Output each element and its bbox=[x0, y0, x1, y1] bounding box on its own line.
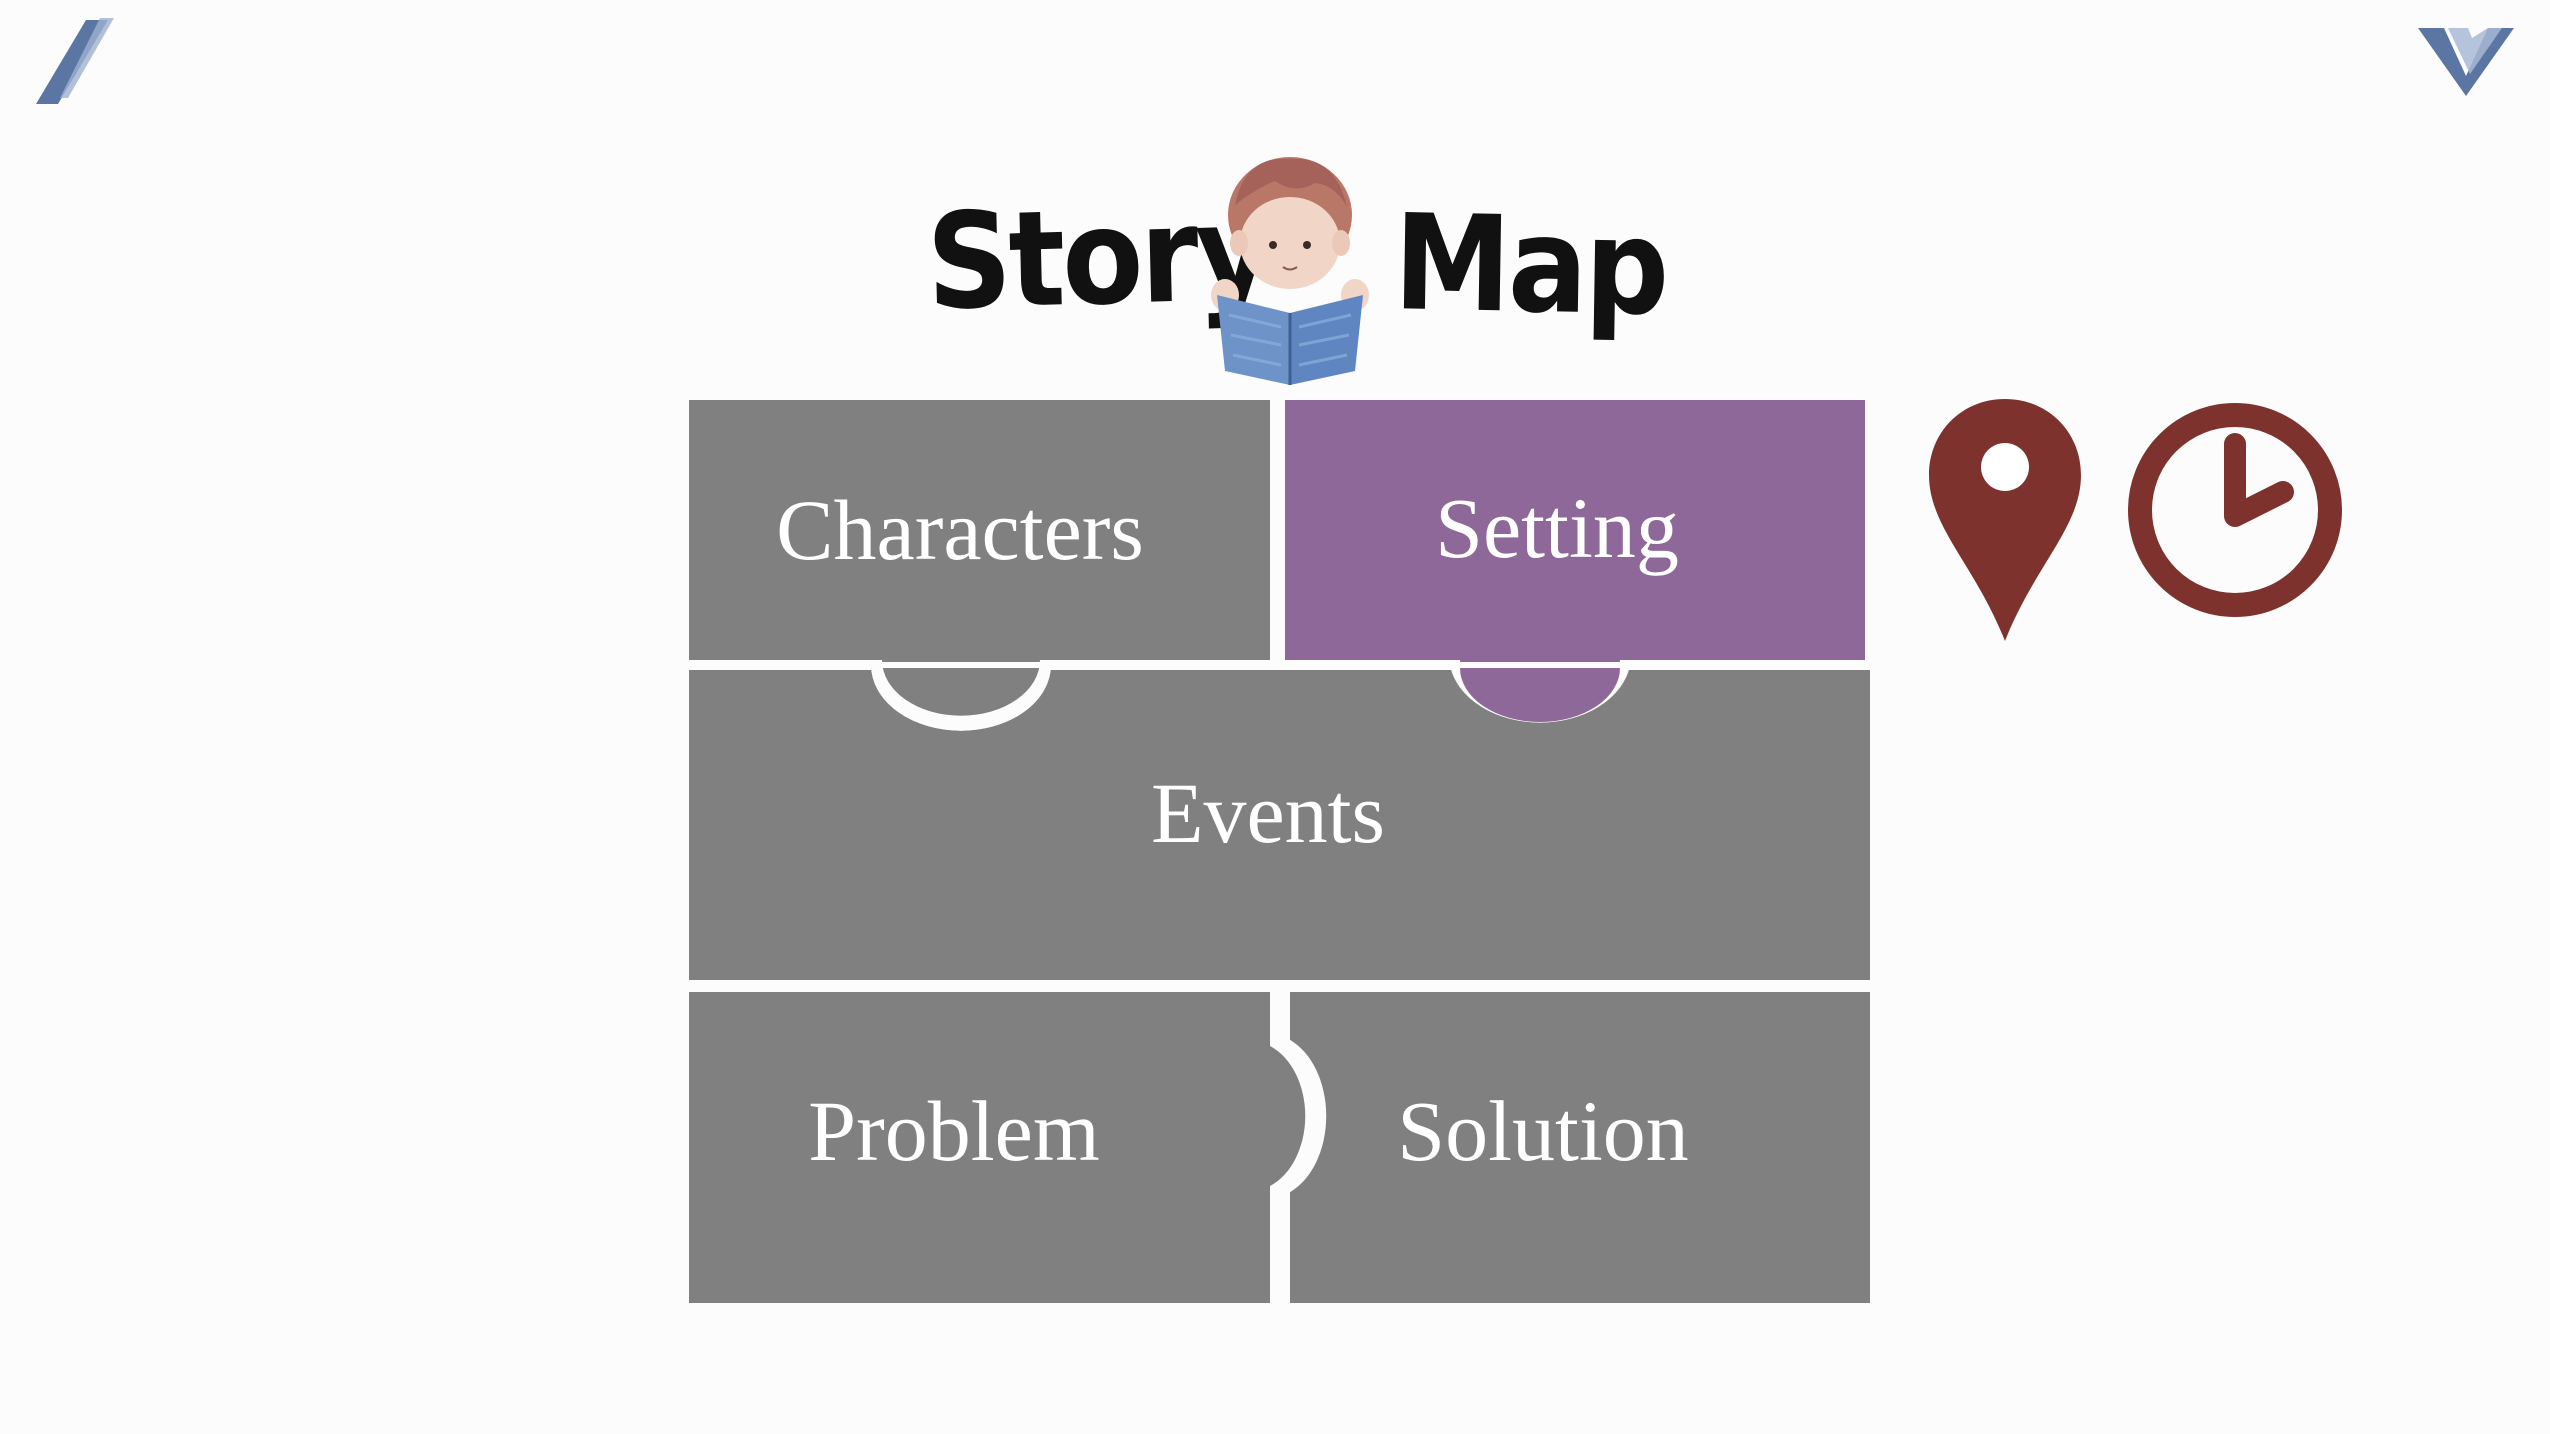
setting-piece bbox=[1285, 400, 1865, 715]
problem-label: Problem bbox=[808, 1083, 1100, 1179]
events-label: Events bbox=[1150, 765, 1386, 861]
solution-piece bbox=[1290, 992, 1870, 1303]
map-pin-icon bbox=[1929, 399, 2081, 641]
events-piece bbox=[689, 670, 1870, 980]
story-map-title: Story Map bbox=[0, 135, 2550, 395]
solution-label: Solution bbox=[1397, 1083, 1689, 1179]
setting-label: Setting bbox=[1435, 480, 1679, 576]
clock-icon bbox=[2128, 403, 2342, 617]
characters-piece bbox=[689, 400, 1270, 716]
chevron-corner-icon bbox=[2418, 28, 2514, 96]
problem-piece bbox=[689, 992, 1306, 1303]
slash-corner-icon bbox=[36, 18, 114, 104]
boy-reading-book-icon bbox=[1211, 157, 1369, 385]
characters-label: Characters bbox=[776, 482, 1144, 578]
